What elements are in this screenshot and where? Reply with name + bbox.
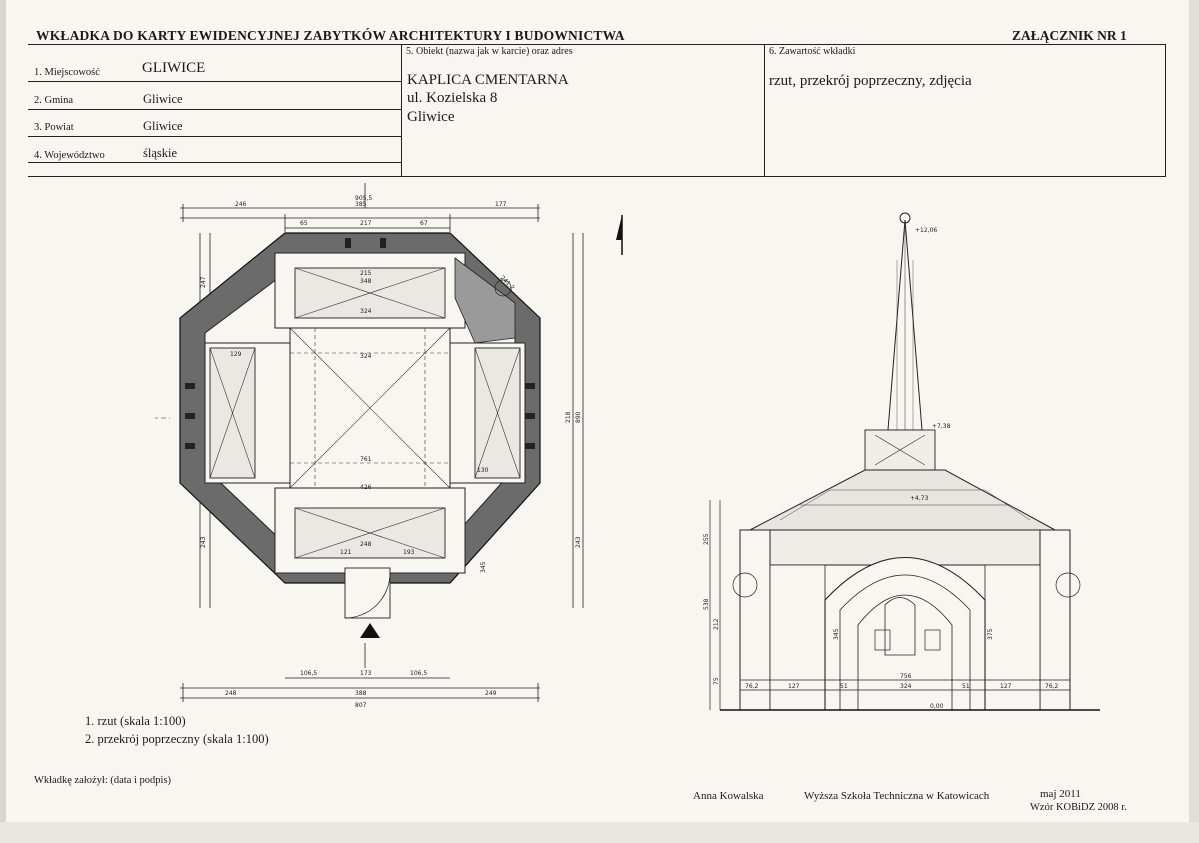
dim-top-total: 905,5 [355,195,372,202]
dim-w-51a: 51 [840,683,848,690]
dim-side-247: 247 [200,276,207,288]
dim-side-345: 345 [480,561,487,573]
sheet-title: WKŁADKA DO KARTY EWIDENCYJNEJ ZABYTKÓW A… [36,28,625,43]
dim-inner-67: 67 [420,220,428,227]
contents-value: rzut, przekrój poprzeczny, zdjęcia [769,73,972,89]
dim-h-375: 375 [987,628,994,640]
dim-room-248: 248 [360,541,372,548]
caption-section: 2. przekrój poprzeczny (skala 1:100) [85,732,269,746]
dim-room-324b: 324 [360,353,372,360]
drawing-captions: 1. rzut (skala 1:100) 2. przekrój poprze… [85,712,269,748]
commune-value: Gliwice [143,92,183,106]
author-name: Anna Kowalska [693,790,764,802]
dim-w-51b: 51 [962,683,970,690]
founded-by-label: Wkładkę założył: (data i podpis) [34,775,172,786]
dim-top-right: 177 [495,201,507,208]
dim-h-255: 255 [703,533,710,545]
contents-label: 6. Zawartość wkładki [769,46,856,57]
elev-top: +12,06 [915,227,937,234]
dim-room-426: 426 [360,484,372,491]
dim-room-761: 761 [360,456,372,463]
dim-inner-65: 65 [300,220,308,227]
county-value: Gliwice [143,119,183,133]
dim-w-127b: 127 [1000,683,1012,690]
dim-bottom-1065a: 106,5 [300,670,317,677]
template-ref: Wzór KOBiDZ 2008 r. [1030,802,1127,813]
frame-bottom-line [28,176,1166,177]
elev-zero: 0,00 [930,703,944,710]
dim-room-193: 193 [403,549,415,556]
dim-h-212: 212 [713,618,720,630]
object-name: KAPLICA CMENTARNA [407,72,569,88]
frame-top-line [28,44,1166,45]
dim-room-130: 130 [477,467,489,474]
dim-h-75: 75 [713,677,720,685]
frame-divider-left [401,44,402,176]
row-line-4 [28,162,401,163]
scan-edge-bottom [0,822,1199,843]
dim-top-mid: 385 [355,201,367,208]
annex-number: ZAŁĄCZNIK NR 1 [1012,28,1127,43]
object-city: Gliwice [407,109,455,125]
row-line-3 [28,136,401,137]
dim-h-538: 538 [703,598,710,610]
locality-label: 1. Miejscowość [34,67,100,78]
dim-w-762b: 76,2 [1045,683,1059,690]
dim-room-215: 215 [360,270,372,277]
locality-value: GLIWICE [142,60,206,76]
dim-room-129: 129 [230,351,242,358]
dim-bottom-mid: 388 [355,690,367,697]
dim-width-total: 756 [900,673,912,680]
elev-low: +4,73 [910,495,929,502]
dim-bottom-total: 807 [355,702,367,708]
cross-section-drawing: +12,06 +7,38 +4,73 0,00 756 76,2 127 51 … [703,212,1100,711]
dim-h-345: 345 [833,628,840,640]
dim-w-127a: 127 [788,683,800,690]
dim-bottom-left: 248 [225,690,237,697]
dim-side-243b: 243 [575,536,582,548]
county-label: 3. Powiat [34,122,74,133]
dim-side-243a: 243 [200,536,207,548]
north-arrow-icon [616,215,623,255]
object-label: 5. Obiekt (nazwa jak w karcie) oraz adre… [406,46,573,57]
date-value: maj 2011 [1040,788,1081,800]
province-value: śląskie [143,146,178,160]
row-line-2 [28,109,401,110]
caption-plan: 1. rzut (skala 1:100) [85,714,186,728]
commune-label: 2. Gmina [34,95,74,106]
dim-side-218: 218 [565,411,572,423]
dim-w-324: 324 [900,683,912,690]
scan-edge-right [1189,0,1199,843]
dim-room-324a: 324 [360,308,372,315]
dim-bottom-173: 173 [360,670,372,677]
frame-divider-right [764,44,765,176]
elev-mid: +7,38 [932,423,951,430]
dim-room-121: 121 [340,549,352,556]
frame-right-edge [1165,44,1166,176]
scan-edge-left [0,0,6,843]
dim-side-890: 890 [575,411,582,423]
province-label: 4. Województwo [34,150,105,161]
object-street: ul. Kozielska 8 [407,90,498,106]
dim-w-762a: 76,2 [745,683,759,690]
dim-bottom-1065b: 106,5 [410,670,427,677]
dim-inner-217: 217 [360,220,372,227]
floor-plan-drawing: · 905,5 246 385 177 65 217 67 807 248 38… [155,183,584,708]
institution-name: Wyższa Szkoła Techniczna w Katowicach [804,790,990,802]
row-line-1 [28,81,401,82]
dim-bottom-right: 249 [485,690,497,697]
dim-top-left: 246 [235,201,247,208]
dim-room-348: 348 [360,278,372,285]
